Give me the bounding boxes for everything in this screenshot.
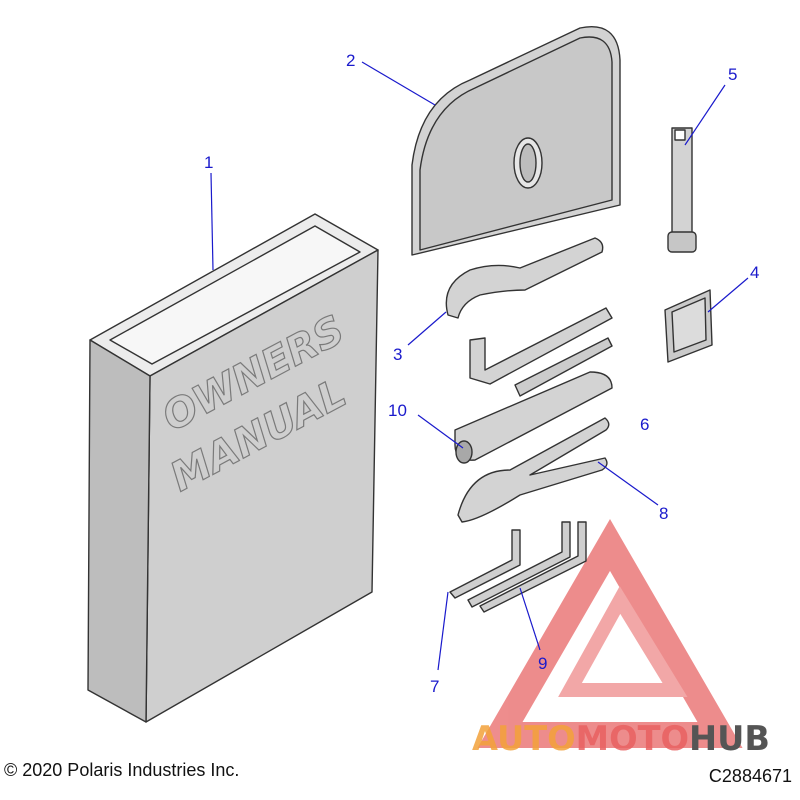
callout-5: 5 [728, 65, 737, 84]
svg-text:AUTOMOTOHUB: AUTOMOTOHUB [472, 719, 770, 759]
tool-bag-flap-icon [411, 26, 621, 256]
callout-labels: 1 2 3 4 5 6 7 8 9 10 [204, 51, 759, 696]
callout-6: 6 [640, 415, 649, 434]
callout-4: 4 [750, 263, 759, 282]
watermark-part1: AUTO [472, 719, 576, 759]
copyright-notice: © 2020 Polaris Industries Inc. [4, 760, 240, 780]
callout-2: 2 [346, 51, 355, 70]
watermark-part2: MOTO [576, 719, 689, 759]
callout-10: 10 [388, 401, 407, 420]
pliers-icon [457, 417, 610, 523]
hex-key-icon [469, 307, 613, 397]
allen-wrench-set-icon [449, 521, 587, 613]
callout-7: 7 [430, 677, 439, 696]
spark-plug-socket-icon [667, 127, 697, 253]
spanner-wrench-icon [445, 237, 604, 319]
callout-9: 9 [538, 654, 547, 673]
watermark-part3: HUB [689, 719, 770, 759]
callout-1: 1 [204, 153, 213, 172]
callout-3: 3 [393, 345, 402, 364]
watermark-text: AUTOMOTOHUB [472, 719, 770, 759]
callout-8: 8 [659, 504, 668, 523]
automotohub-logo-icon [477, 519, 743, 748]
tool-pouch-icon [664, 289, 713, 363]
diagram-code: C2884671 [708, 766, 792, 786]
leader-lines [210, 61, 749, 671]
owners-manual-icon: OWNERS MANUAL [87, 213, 379, 723]
